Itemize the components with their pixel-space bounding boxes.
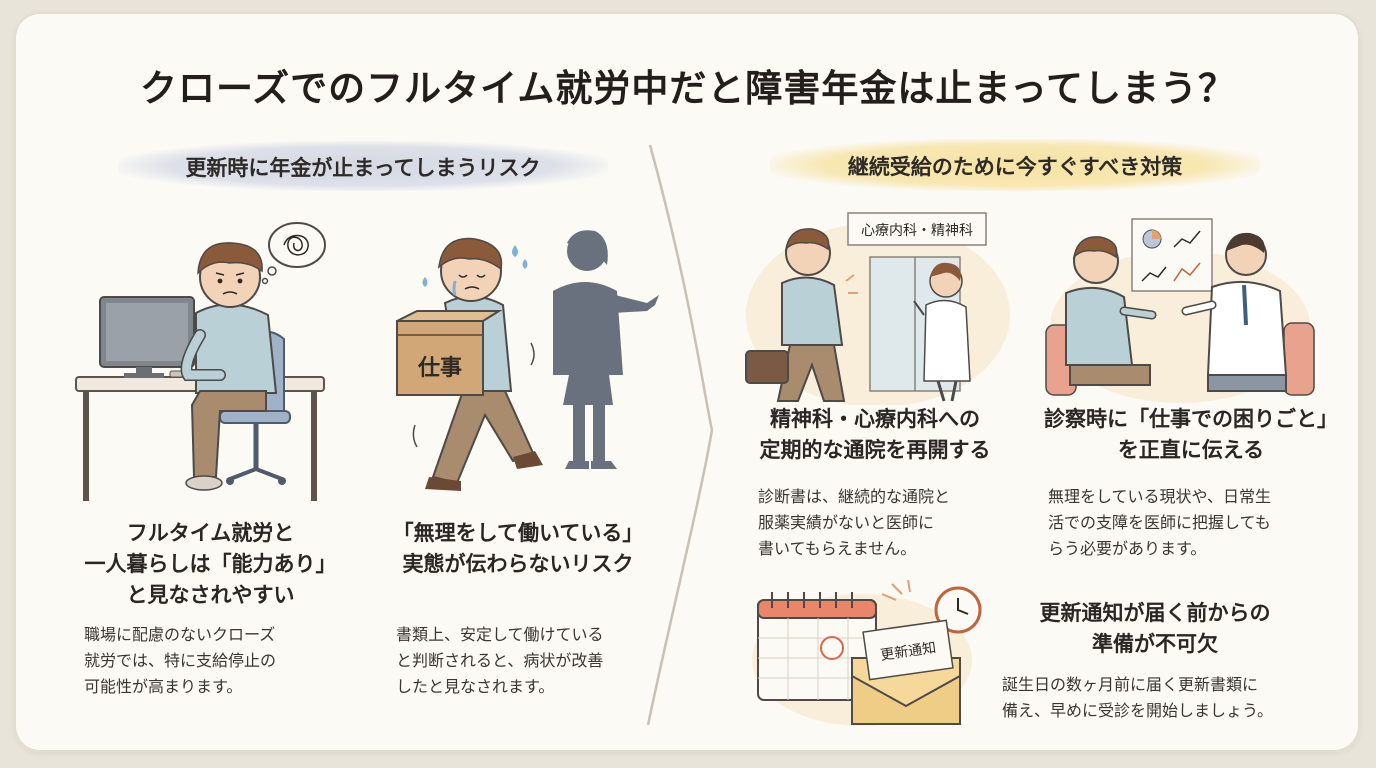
right-section-highlight <box>770 139 1260 191</box>
right-item-1-body: 診断書は、継続的な通院と 服薬実績がないと医師に 書いてもらえません。 <box>758 487 951 558</box>
left-item-1-body: 職場に配慮のないクローズ 就労では、特に支給停止の 可能性が高まります。 <box>84 625 277 696</box>
desk-worker-illustration <box>75 222 326 501</box>
right-item-2-heading: 診察時に「仕事での困りごと」 を正直に伝える <box>1044 407 1338 462</box>
renewal-notice-illustration: 更新通知 <box>752 580 982 726</box>
right-section-heading: 継続受給のために今すぐすべき対策 <box>847 155 1183 179</box>
overworked-worker-illustration: 仕事 <box>396 230 659 491</box>
left-item-2-body: 書類上、安定して働けている と判断されると、病状が改善 したと見なされます。 <box>396 625 604 696</box>
right-item-3-body: 誕生日の数ヶ月前に届く更新書類に 備え、早めに受診を開始しましょう。 <box>1002 675 1274 720</box>
clinic-visit-illustration: 心療内科・精神科 <box>745 212 1010 405</box>
clinic-sign: 心療内科・精神科 <box>861 222 973 239</box>
left-section-heading: 更新時に年金が止まってしまうリスク <box>185 156 541 180</box>
work-box-label: 仕事 <box>417 355 462 381</box>
page-title: クローズでのフルタイム就労中だと障害年金は止まってしまう？ <box>139 67 1237 110</box>
left-section-highlight <box>118 141 608 191</box>
left-item-1-heading: フルタイム就労と 一人暮らしは「能力あり」 と見なされやすい <box>84 521 337 607</box>
right-item-3-heading: 更新通知が届く前からの 準備が不可欠 <box>1039 601 1271 656</box>
doctor-consultation-illustration <box>1045 218 1315 403</box>
supervisor-silhouette <box>553 230 659 469</box>
right-item-1-heading: 精神科・心療内科への 定期的な通院を再開する <box>759 407 991 462</box>
left-item-2-heading: 「無理をして働いている」 実態が伝わらないリスク <box>392 521 644 576</box>
right-item-2-body: 無理をしている現状や、日常生 活での支障を医師に把握しても らう必要があります。 <box>1048 487 1272 558</box>
section-divider <box>646 144 714 726</box>
